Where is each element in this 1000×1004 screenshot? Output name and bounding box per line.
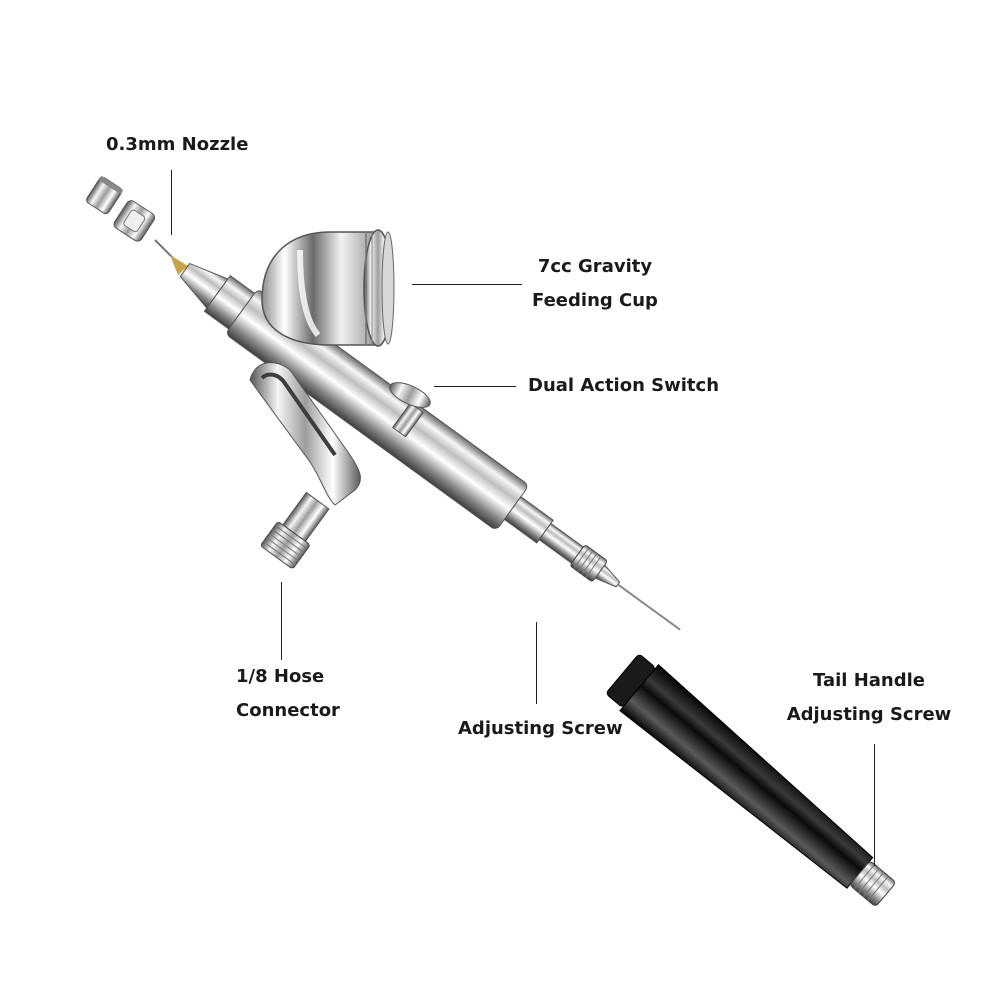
hose-label: 1/8 Hose Connector xyxy=(236,660,340,728)
brass-tip xyxy=(170,255,188,275)
switch-label-text: Dual Action Switch xyxy=(528,375,720,396)
nozzle-leader xyxy=(171,170,172,235)
cup-label: 7cc Gravity Feeding Cup xyxy=(520,250,670,318)
hose-label-line2: Connector xyxy=(236,700,340,721)
nozzle-cap-outer xyxy=(86,175,124,215)
switch-label: Dual Action Switch xyxy=(528,369,719,403)
hose-connector-part xyxy=(260,491,330,569)
tail-label-line2: Adjusting Screw xyxy=(786,704,952,725)
grip xyxy=(249,362,361,506)
cup-leader xyxy=(412,284,522,285)
adjusting-screw-leader xyxy=(536,622,537,704)
tail-handle-part xyxy=(606,654,896,906)
hose-leader xyxy=(281,582,282,660)
tail-leader xyxy=(874,744,875,866)
switch-leader xyxy=(434,386,516,387)
nozzle-cap-inner xyxy=(113,200,156,242)
tail-label: Tail Handle Adjusting Screw xyxy=(784,664,954,732)
tail-label-line1: Tail Handle xyxy=(813,670,925,691)
gravity-cup xyxy=(261,229,395,347)
airbrush-body xyxy=(179,262,681,631)
adjusting-screw-label-text: Adjusting Screw xyxy=(458,718,623,739)
trigger-button xyxy=(389,382,431,438)
hose-label-line1: 1/8 Hose xyxy=(236,666,325,687)
nozzle-label-text: 0.3mm Nozzle xyxy=(106,134,249,155)
cup-label-line2: Feeding Cup xyxy=(532,290,658,311)
nozzle-label: 0.3mm Nozzle xyxy=(106,128,248,162)
adjusting-screw-label: Adjusting Screw xyxy=(458,712,623,746)
cup-label-line1: 7cc Gravity xyxy=(537,256,653,277)
